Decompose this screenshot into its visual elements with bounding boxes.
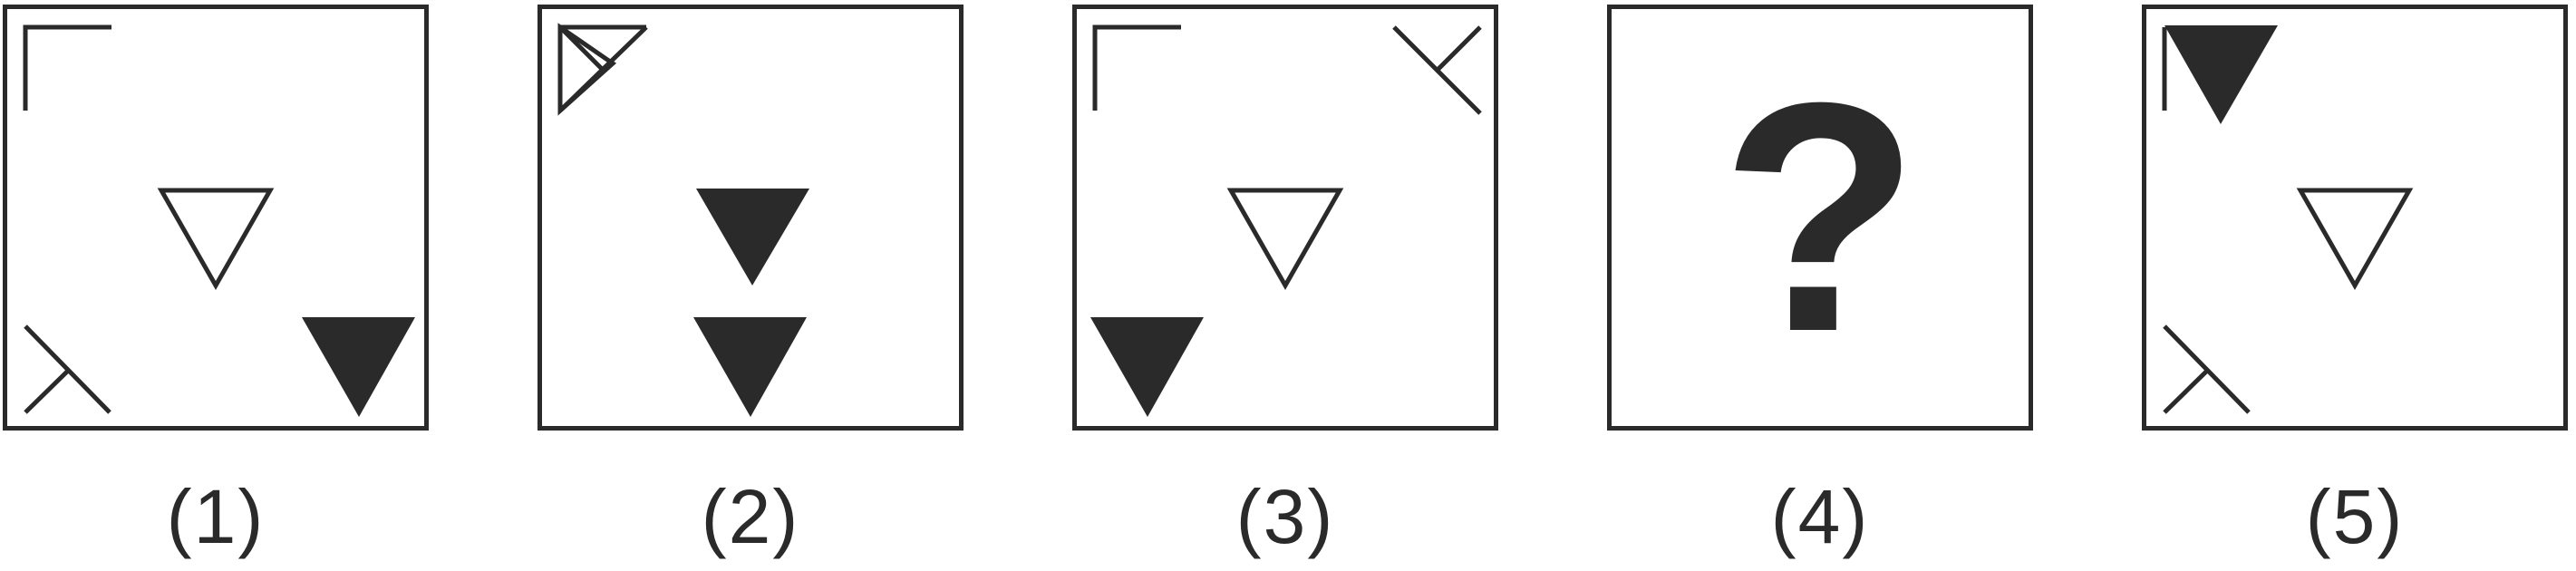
outline-triangle-icon (1226, 188, 1344, 291)
outline-triangle-icon (157, 188, 275, 291)
panel-3-figure (1090, 24, 1482, 417)
diagonal-line-icon (24, 324, 111, 414)
panel-3 (1072, 5, 1498, 431)
panel-2-figure (557, 23, 809, 417)
filled-triangle-icon (2164, 25, 2278, 124)
panel-4-caption: (4) (1770, 474, 1870, 559)
filled-triangle-lower-icon (693, 317, 807, 417)
diagonal-line-icon (1392, 25, 1482, 115)
panel-5-caption: (5) (2305, 474, 2405, 559)
panel-2-caption: (2) (701, 474, 800, 559)
filled-triangle-upper-icon (696, 189, 809, 286)
panel-2 (537, 5, 964, 431)
diagonal-line-icon (2163, 324, 2251, 414)
panel-1-caption: (1) (166, 474, 266, 559)
diagonal-tick-icon (2163, 370, 2208, 414)
filled-triangle-icon (1090, 317, 1204, 417)
corner-bracket-icon (1092, 24, 1181, 111)
diagonal-tick-icon (1436, 25, 1482, 72)
filled-triangle-icon (302, 317, 415, 417)
question-mark: ? (1720, 35, 1920, 400)
corner-inner-line-icon (558, 25, 604, 71)
panel-5 (2142, 5, 2568, 431)
panel-1-figure (23, 24, 415, 417)
corner-bracket-icon (23, 24, 111, 111)
panel-3-caption: (3) (1235, 474, 1335, 559)
panel-4: ? (1607, 5, 2033, 431)
diagonal-tick-icon (24, 370, 69, 414)
panel-1 (3, 5, 429, 431)
outline-triangle-icon (2296, 188, 2414, 291)
diagonal-line-icon (558, 25, 648, 112)
panel-5-figure (2162, 25, 2414, 414)
